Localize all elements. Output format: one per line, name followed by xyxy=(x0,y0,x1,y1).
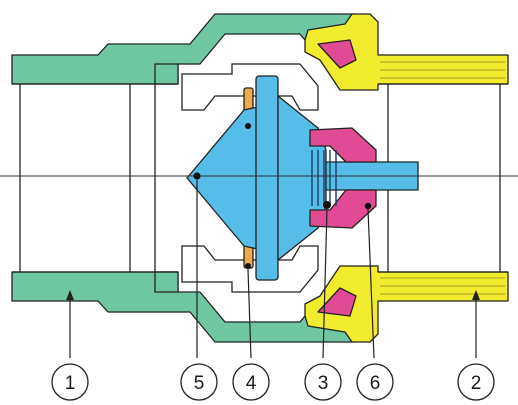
callout-spring-retainer: 3 xyxy=(304,363,342,401)
callout-label-end-fitting: 2 xyxy=(471,373,482,394)
joint-seal-lower xyxy=(317,287,357,317)
callout-disc: 5 xyxy=(180,363,218,401)
dot-seat xyxy=(364,202,372,210)
end-fitting-part xyxy=(304,13,509,343)
callout-label-body: 1 xyxy=(65,373,76,394)
cage-lower-frame xyxy=(181,245,319,293)
end-fitting-upper xyxy=(304,13,509,91)
callout-label-disc: 5 xyxy=(194,373,205,394)
thread-lines-lower xyxy=(380,277,505,295)
callout-seat-ring: 6 xyxy=(356,363,394,401)
spring-coil xyxy=(311,150,337,206)
thread-lines-upper xyxy=(380,61,505,79)
joint-seal-upper xyxy=(317,39,357,69)
leader-lines xyxy=(69,180,477,359)
callout-body: 1 xyxy=(51,363,89,401)
leader-6 xyxy=(367,208,375,359)
callout-end-fitting: 2 xyxy=(457,363,495,401)
callout-label-guide-insert: 4 xyxy=(246,373,257,394)
valve-body-part xyxy=(11,13,361,343)
callout-labels: 1 2 3 4 5 6 xyxy=(51,363,495,401)
callout-guide-insert: 4 xyxy=(232,363,270,401)
leader-arrowheads xyxy=(66,290,480,300)
cage-upper-frame xyxy=(181,63,319,111)
body-inner-web-upper xyxy=(154,63,179,85)
callout-label-spring-retainer: 3 xyxy=(318,373,329,394)
end-fitting-lower xyxy=(304,265,509,343)
body-inner-web-lower xyxy=(154,271,179,293)
dot-retainer xyxy=(323,201,331,209)
arrowhead-1 xyxy=(66,290,74,300)
disc-flange xyxy=(255,75,279,281)
callout-label-seat-ring: 6 xyxy=(370,373,381,394)
dot-guide-upper xyxy=(245,123,251,129)
seat-ring-upper xyxy=(309,127,377,163)
dot-guide-lower xyxy=(245,263,251,269)
guide-cage xyxy=(181,63,319,293)
leader-4 xyxy=(247,268,252,359)
arrowhead-2 xyxy=(472,290,480,300)
disc-hub xyxy=(277,95,327,261)
reference-dots xyxy=(193,123,372,269)
dot-disc-tip xyxy=(193,172,201,180)
leader-3 xyxy=(322,208,328,359)
